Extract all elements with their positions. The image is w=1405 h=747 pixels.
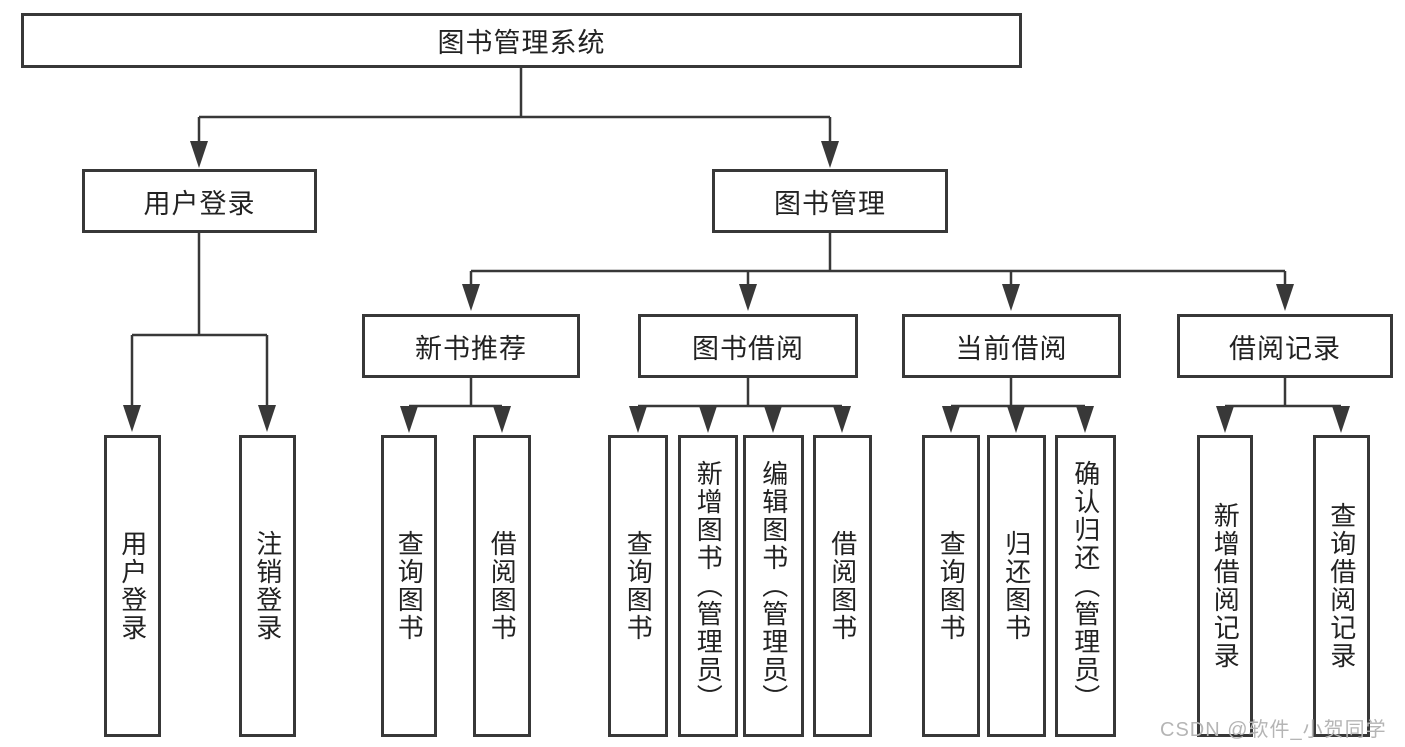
node-book-management-label: 图书管理 <box>774 188 886 219</box>
arrowheads <box>123 141 1350 433</box>
leaf-add-book-admin: 新增图书（管理员） <box>678 435 738 737</box>
edge-bookmgmt-to-level3 <box>469 233 1287 285</box>
leaf-query-books-2-label: 查询图书 <box>623 530 654 642</box>
leaf-query-books-1-label: 查询图书 <box>394 530 425 642</box>
leaf-query-books-1: 查询图书 <box>381 435 437 737</box>
leaf-query-books-2: 查询图书 <box>608 435 668 737</box>
leaf-edit-book-admin-label: 编辑图书（管理员） <box>758 460 789 712</box>
node-book-borrowing: 图书借阅 <box>638 314 858 378</box>
leaf-add-borrow-record: 新增借阅记录 <box>1197 435 1253 737</box>
node-new-book-recommend-label: 新书推荐 <box>415 333 527 364</box>
leaf-add-borrow-record-label: 新增借阅记录 <box>1210 502 1241 670</box>
leaf-user-login: 用户登录 <box>104 435 161 737</box>
node-borrowing-records-label: 借阅记录 <box>1229 333 1341 364</box>
node-current-borrowing-label: 当前借阅 <box>955 333 1068 364</box>
leaf-edit-book-admin: 编辑图书（管理员） <box>743 435 804 737</box>
leaf-confirm-return-admin: 确认归还（管理员） <box>1055 435 1116 737</box>
leaf-return-books-label: 归还图书 <box>1001 530 1032 642</box>
node-new-book-recommend: 新书推荐 <box>362 314 580 378</box>
leaf-borrow-books-2-label: 借阅图书 <box>827 530 858 642</box>
leaf-borrow-books-1-label: 借阅图书 <box>487 530 518 642</box>
edge-newbook-to-leaves <box>409 378 502 408</box>
edge-records-to-leaves <box>1225 378 1341 408</box>
edge-current-to-leaves <box>951 378 1085 408</box>
leaf-borrow-books-1: 借阅图书 <box>473 435 531 737</box>
node-book-borrowing-label: 图书借阅 <box>692 333 804 364</box>
node-user-login: 用户登录 <box>82 169 317 233</box>
node-book-management: 图书管理 <box>712 169 948 233</box>
leaf-query-borrow-record-label: 查询借阅记录 <box>1326 502 1357 670</box>
node-user-login-label: 用户登录 <box>143 188 256 219</box>
leaf-confirm-return-admin-label: 确认归还（管理员） <box>1070 460 1101 712</box>
node-root-label: 图书管理系统 <box>437 28 606 58</box>
leaf-logout-label: 注销登录 <box>252 530 283 642</box>
leaf-query-borrow-record: 查询借阅记录 <box>1313 435 1370 737</box>
leaf-borrow-books-2: 借阅图书 <box>813 435 872 737</box>
node-borrowing-records: 借阅记录 <box>1177 314 1393 378</box>
leaf-return-books: 归还图书 <box>987 435 1046 737</box>
leaf-logout: 注销登录 <box>239 435 296 737</box>
node-root: 图书管理系统 <box>21 13 1022 68</box>
leaf-query-books-3-label: 查询图书 <box>936 530 967 642</box>
node-current-borrowing: 当前借阅 <box>902 314 1121 378</box>
csdn-watermark: CSDN @软件_小贺同学 <box>1160 719 1387 741</box>
leaf-user-login-label: 用户登录 <box>117 530 148 642</box>
edge-borrow-to-leaves <box>638 378 842 408</box>
leaf-query-books-3: 查询图书 <box>922 435 980 737</box>
edge-root-to-level2 <box>197 68 832 142</box>
leaf-add-book-admin-label: 新增图书（管理员） <box>693 460 724 712</box>
edge-userlogin-to-leaves <box>130 233 269 406</box>
